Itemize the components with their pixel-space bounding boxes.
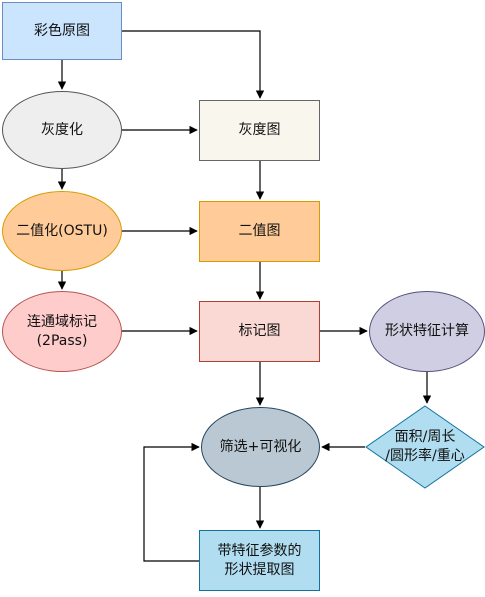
node-binary-image: 二值图 — [199, 201, 320, 262]
node-source-image: 彩色原图 — [2, 2, 122, 60]
node-connected-op: 连通域标记 (2Pass) — [2, 291, 122, 372]
edge-source-to-grayscale-image — [122, 30, 265, 99]
node-label-image: 标记图 — [199, 301, 320, 362]
node-feature-params: 面积/周长 /圆形率/重心 — [365, 405, 485, 489]
node-output-image: 带特征参数的 形状提取图 — [199, 530, 320, 591]
node-feature-calc: 形状特征计算 — [369, 291, 485, 372]
node-binarize-op: 二值化(OSTU) — [2, 191, 122, 271]
diamond-shape — [365, 405, 485, 489]
node-filter-visualize: 筛选+可视化 — [201, 407, 320, 487]
node-grayscale-image: 灰度图 — [199, 100, 320, 161]
node-grayscale-op: 灰度化 — [2, 91, 122, 169]
feature-params-label: 面积/周长 /圆形率/重心 — [385, 429, 465, 464]
edge-output-loop-to-filter — [143, 442, 200, 562]
